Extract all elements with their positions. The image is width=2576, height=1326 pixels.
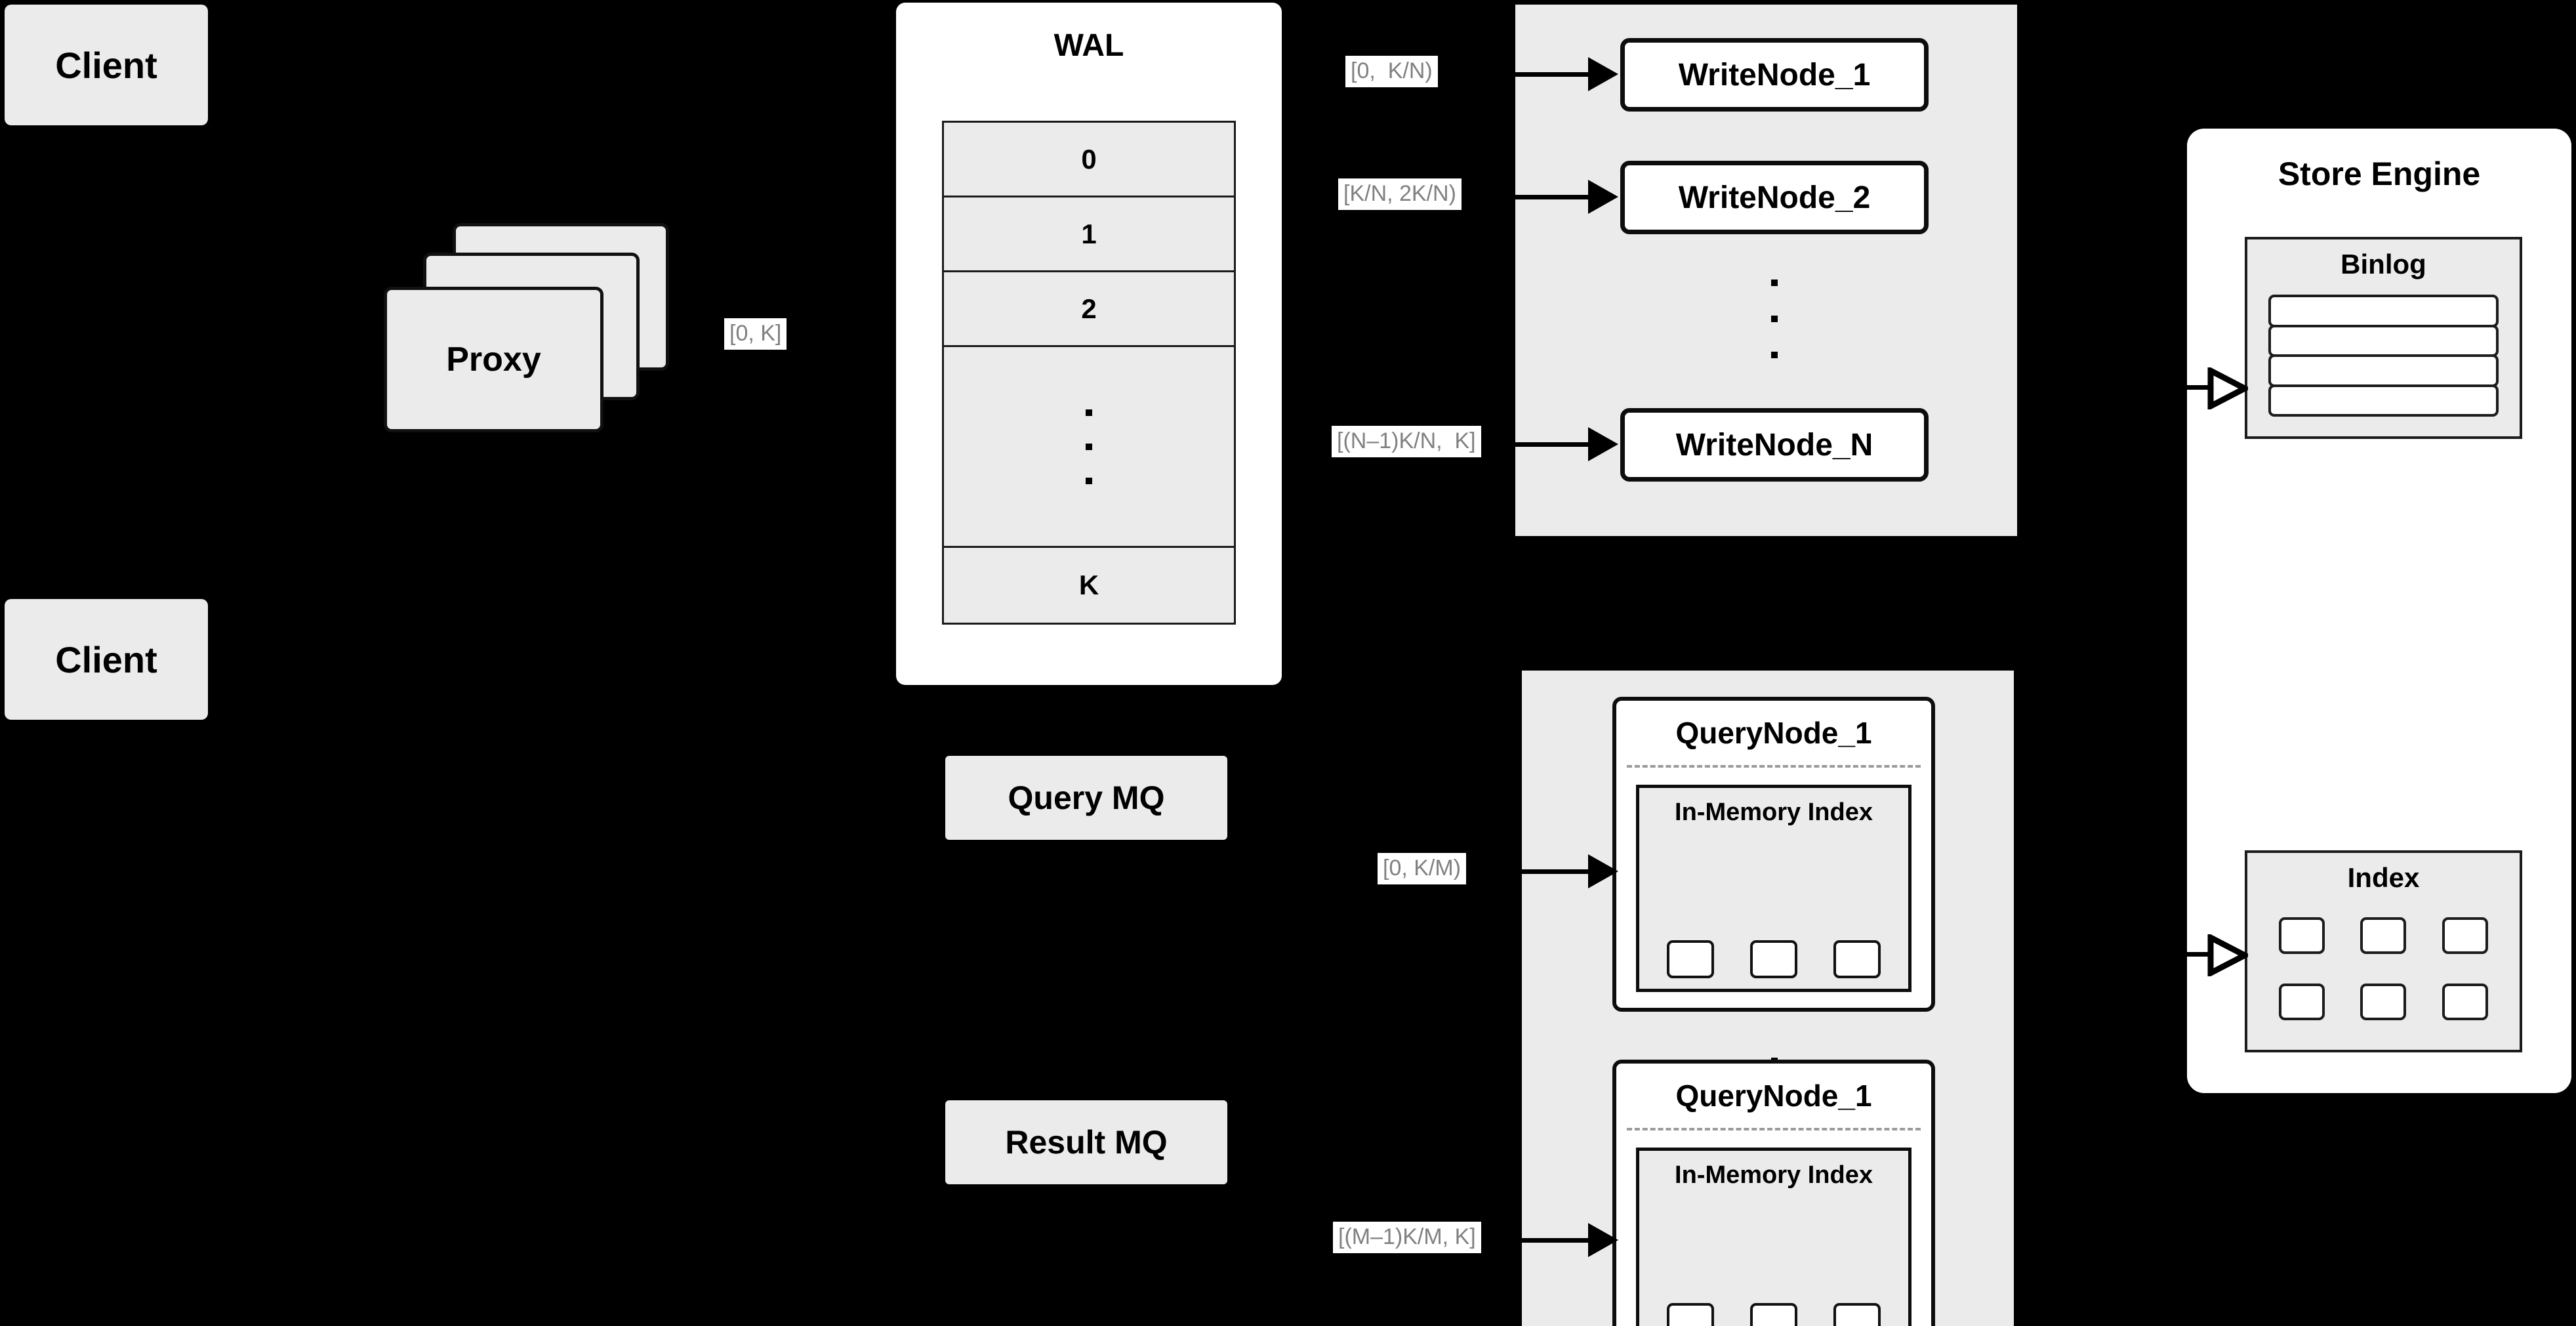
write-node-label: WriteNode_2 <box>1678 180 1871 215</box>
edge-label-wal-to-write-node-n: [(N–1)K/N, K] <box>1332 426 1481 457</box>
wal-row: K <box>1078 570 1099 600</box>
arrow-head-to-query-node-1 <box>1588 854 1618 888</box>
query-node-m[interactable]: QueryNode_1 In-Memory Index <box>1612 1060 1935 1326</box>
wal-title: WAL <box>1053 28 1124 63</box>
wal-table: 0 1 2 K <box>942 121 1236 625</box>
vertical-ellipsis-icon <box>1086 409 1092 484</box>
edge-label-proxy-to-wal: [0, K] <box>724 318 787 350</box>
wal-row-ellipsis <box>944 347 1234 548</box>
index-cell <box>1666 1303 1714 1326</box>
arrow-line-to-write-node-2 <box>1511 195 1589 199</box>
binlog-panel: Binlog <box>2245 237 2522 439</box>
index-cell <box>2442 917 2488 954</box>
arrow-head-to-index <box>2207 934 2248 976</box>
in-memory-index-panel: In-Memory Index <box>1636 785 1912 992</box>
query-mq-label: Query MQ <box>1008 779 1165 816</box>
index-cell <box>1749 940 1797 978</box>
proxy-box[interactable]: Proxy <box>384 287 603 432</box>
index-grid <box>2266 907 2501 1030</box>
binlog-rows <box>2268 295 2499 417</box>
client-box-top[interactable]: Client <box>5 5 208 125</box>
result-mq-label: Result MQ <box>1005 1124 1168 1161</box>
index-cell <box>1666 940 1714 978</box>
binlog-row <box>2268 324 2499 357</box>
in-memory-index-panel: In-Memory Index <box>1636 1148 1912 1326</box>
write-node-1[interactable]: WriteNode_1 <box>1620 38 1929 112</box>
edge-label-mq-to-query-node-m: [(M–1)K/M, K] <box>1333 1222 1481 1253</box>
client-label: Client <box>55 638 157 680</box>
query-node-divider <box>1627 765 1921 768</box>
query-node-1[interactable]: QueryNode_1 In-Memory Index <box>1612 697 1935 1012</box>
store-engine-container: Store Engine Binlog Index <box>2187 129 2571 1093</box>
index-cell <box>2360 983 2407 1020</box>
client-label: Client <box>55 44 157 86</box>
proxy-label: Proxy <box>446 341 541 379</box>
result-mq-box[interactable]: Result MQ <box>945 1100 1227 1184</box>
wal-row: 2 <box>944 272 1234 347</box>
binlog-row <box>2268 384 2499 417</box>
index-title: Index <box>2347 862 2420 893</box>
index-cell <box>2442 983 2488 1020</box>
arrow-line-to-write-node-n <box>1511 442 1589 447</box>
in-memory-index-title: In-Memory Index <box>1675 798 1873 826</box>
arrow-line-to-binlog <box>2180 385 2211 390</box>
write-node-label: WriteNode_N <box>1675 427 1873 463</box>
query-node-title: QueryNode_1 <box>1675 1079 1872 1113</box>
binlog-row <box>2268 295 2499 327</box>
write-node-2[interactable]: WriteNode_2 <box>1620 161 1929 234</box>
arrow-head-to-write-node-2 <box>1588 180 1618 214</box>
binlog-title: Binlog <box>2341 249 2426 280</box>
query-node-title: QueryNode_1 <box>1675 716 1872 750</box>
arrow-line-to-index <box>2180 952 2211 957</box>
index-cell <box>1833 1303 1881 1326</box>
edge-label-wal-to-write-node-2: [K/N, 2K/N) <box>1338 178 1462 210</box>
binlog-row <box>2268 354 2499 387</box>
arrow-head-to-query-node-m <box>1588 1223 1618 1257</box>
arrow-line-to-query-node-1 <box>1511 869 1589 874</box>
in-memory-index-title: In-Memory Index <box>1675 1161 1873 1189</box>
arrow-head-to-binlog <box>2207 367 2248 409</box>
index-cell <box>2279 983 2325 1020</box>
in-memory-index-cells <box>1654 940 1894 978</box>
wal-row: 1 <box>944 197 1234 272</box>
arrow-head-to-write-node-n <box>1588 427 1618 461</box>
in-memory-index-cells <box>1654 1303 1894 1326</box>
wal-row: 0 <box>944 123 1234 197</box>
edge-label-mq-to-query-node-1: [0, K/M) <box>1378 853 1467 884</box>
store-engine-title: Store Engine <box>2278 155 2481 192</box>
query-node-divider <box>1627 1128 1921 1130</box>
index-panel: Index <box>2245 850 2522 1052</box>
arrow-line-to-query-node-m <box>1511 1238 1589 1243</box>
arrow-line-to-write-node-1 <box>1511 72 1589 77</box>
write-node-label: WriteNode_1 <box>1678 57 1871 93</box>
index-cell <box>2360 917 2407 954</box>
write-node-vertical-ellipsis-icon <box>1771 280 1778 358</box>
client-box-bottom[interactable]: Client <box>5 599 208 720</box>
wal-container: WAL 0 1 2 K <box>896 3 1282 685</box>
write-node-n[interactable]: WriteNode_N <box>1620 408 1929 482</box>
index-cell <box>2279 917 2325 954</box>
index-cell <box>1833 940 1881 978</box>
index-cell <box>1749 1303 1797 1326</box>
edge-label-wal-to-write-node-1: [0, K/N) <box>1345 56 1438 87</box>
query-mq-box[interactable]: Query MQ <box>945 756 1227 840</box>
arrow-head-to-write-node-1 <box>1588 57 1618 91</box>
